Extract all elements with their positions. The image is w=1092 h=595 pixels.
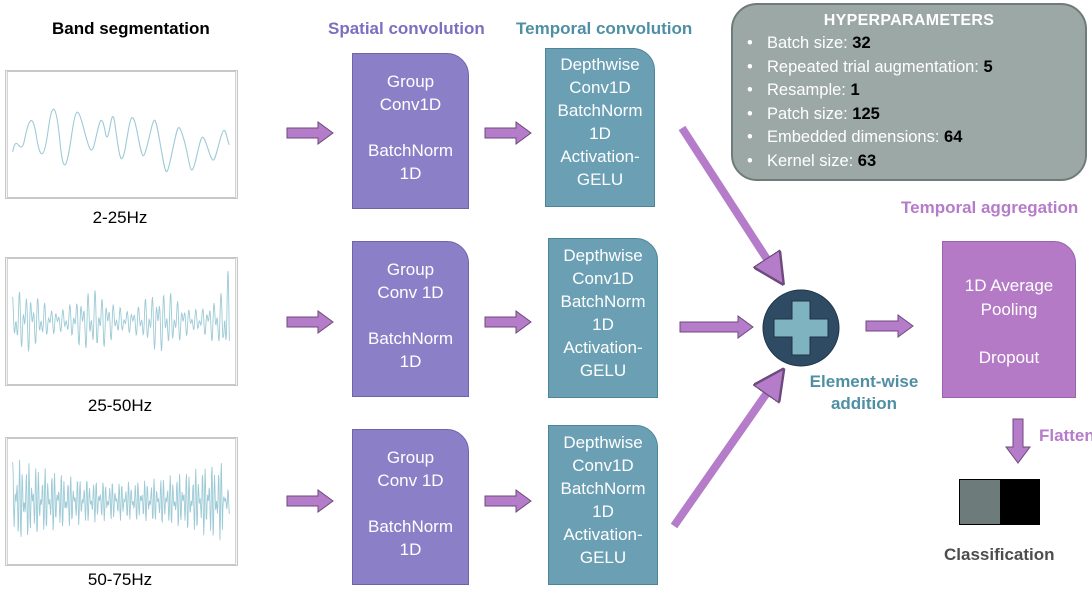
band-label-25-50hz: 25-50Hz (87, 396, 153, 415)
arrow-addition-to-aggregation (865, 314, 914, 338)
block-text: Group (386, 72, 435, 91)
hyperparameter-name: Patch size: (767, 104, 853, 123)
hyperparameter-name: Embedded dimensions: (767, 128, 945, 146)
band-plot-25-50hz (5, 257, 238, 386)
hyperparameter-item: Patch size: 125 (747, 103, 1085, 127)
block-text: GELU (579, 361, 627, 380)
block-text: Depthwise (563, 246, 643, 265)
element-wise-addition-label: Element-wise addition (794, 371, 934, 415)
classification-label: Classification (944, 545, 1055, 564)
block-text: Conv1D (572, 269, 634, 288)
class-cell-gray (960, 480, 1000, 524)
block-text: Group (386, 260, 435, 279)
arrow-temporal2-to-addition (679, 315, 754, 339)
block-text: 1D (592, 502, 614, 521)
block-text: GELU (579, 548, 627, 567)
spatial-conv-block-2: Group Conv 1D BatchNorm 1D (352, 241, 469, 397)
band-plot-50-75hz (5, 437, 238, 566)
temporal-convolution-header: Temporal convolution (516, 19, 693, 38)
class-cell-black (999, 480, 1039, 524)
hyperparameter-item: Resample: 1 (747, 79, 1085, 103)
temporal-conv-block-2: Depthwise Conv1D BatchNorm 1D Activation… (548, 238, 658, 398)
plus-icon (773, 300, 829, 356)
arrow-temporal3-to-addition (670, 380, 776, 529)
block-text: 1D (592, 315, 614, 334)
block-text: Dropout (978, 348, 1040, 367)
block-text: BatchNorm (367, 329, 454, 348)
hyperparameter-name: Kernel size: (767, 151, 858, 170)
hyperparameter-item: Repeated trial augmentation: 5 (747, 56, 1085, 80)
block-text: Conv1D (379, 95, 442, 114)
hyperparameters-list: Batch size: 32 Repeated trial augmentati… (733, 32, 1085, 173)
band-label-2-25hz: 2-25Hz (92, 208, 148, 227)
temporal-aggregation-block: 1D Average Pooling Dropout (942, 241, 1076, 398)
addition-label-line: Element-wise (809, 372, 919, 391)
classification-output (959, 479, 1040, 525)
block-text: 1D (399, 540, 422, 559)
block-text: 1D Average (964, 276, 1054, 295)
block-text: 1D (589, 124, 611, 143)
arrow-band3-to-spatial (286, 489, 334, 513)
hyperparameter-value: 32 (852, 34, 871, 52)
hyperparameters-title: HYPERPARAMETERS (823, 12, 995, 29)
block-text: GELU (576, 170, 624, 189)
hyperparameter-name: Batch size: (767, 34, 853, 52)
hyperparameter-item: Embedded dimensions: 64 (747, 126, 1085, 150)
block-text: 1D (399, 164, 422, 183)
hyperparameter-name: Resample: (767, 81, 851, 99)
block-text: BatchNorm (367, 517, 454, 536)
band-signal-2-25hz (12, 108, 230, 173)
block-text: Conv1D (572, 456, 634, 475)
hyperparameter-value: 1 (850, 81, 860, 99)
arrow-spatial1-to-temporal (484, 121, 532, 145)
arrow-band2-to-spatial (286, 310, 334, 334)
block-text: Depthwise (563, 433, 643, 452)
block-text: Conv 1D (377, 283, 444, 302)
block-text: Activation- (563, 338, 643, 357)
arrow-temporal1-to-addition (678, 125, 776, 273)
hyperparameter-value: 64 (944, 128, 963, 146)
flatten-label: Flatten (1039, 426, 1092, 445)
hyperparameter-value: 125 (852, 104, 880, 123)
spatial-convolution-header: Spatial convolution (328, 19, 485, 38)
arrow-band1-to-spatial (286, 121, 334, 145)
block-text: Depthwise (560, 55, 640, 74)
addition-label-line: addition (830, 394, 898, 413)
band-segmentation-header: Band segmentation (52, 19, 210, 38)
hyperparameter-value: 5 (983, 57, 993, 76)
block-text: Activation- (560, 147, 640, 166)
block-text: BatchNorm (560, 479, 646, 498)
temporal-conv-block-3: Depthwise Conv1D BatchNorm 1D Activation… (548, 425, 658, 585)
block-text: Conv1D (569, 78, 631, 97)
hyperparameter-name: Repeated trial augmentation: (767, 57, 984, 76)
spatial-conv-block-1: Group Conv1D BatchNorm 1D (352, 53, 469, 209)
block-text: 1D (399, 352, 422, 371)
hyperparameter-item: Kernel size: 63 (747, 150, 1085, 174)
spatial-conv-block-3: Group Conv 1D BatchNorm 1D (352, 429, 469, 585)
band-signal-25-50hz (12, 271, 230, 352)
block-text: Pooling (980, 300, 1038, 319)
hyperparameter-value: 63 (857, 151, 877, 170)
arrow-spatial3-to-temporal (484, 489, 532, 513)
hyperparameter-item: Batch size: 32 (747, 32, 1085, 56)
block-text: Group (386, 448, 435, 467)
block-text: Activation- (563, 525, 643, 544)
arrow-flatten (1005, 418, 1031, 464)
band-label-50-75hz: 50-75Hz (87, 570, 153, 589)
block-text: BatchNorm (560, 292, 646, 311)
temporal-conv-block-1: Depthwise Conv1D BatchNorm 1D Activation… (545, 48, 655, 207)
temporal-aggregation-header: Temporal aggregation (901, 198, 1079, 217)
band-signal-50-75hz (12, 459, 230, 541)
arrow-spatial2-to-temporal (484, 310, 532, 334)
block-text: BatchNorm (367, 141, 454, 160)
block-text: BatchNorm (557, 101, 643, 120)
hyperparameters-panel: HYPERPARAMETERS Batch size: 32 Repeated … (731, 3, 1087, 181)
block-text: Conv 1D (377, 471, 444, 490)
band-plot-2-25hz (5, 70, 238, 199)
